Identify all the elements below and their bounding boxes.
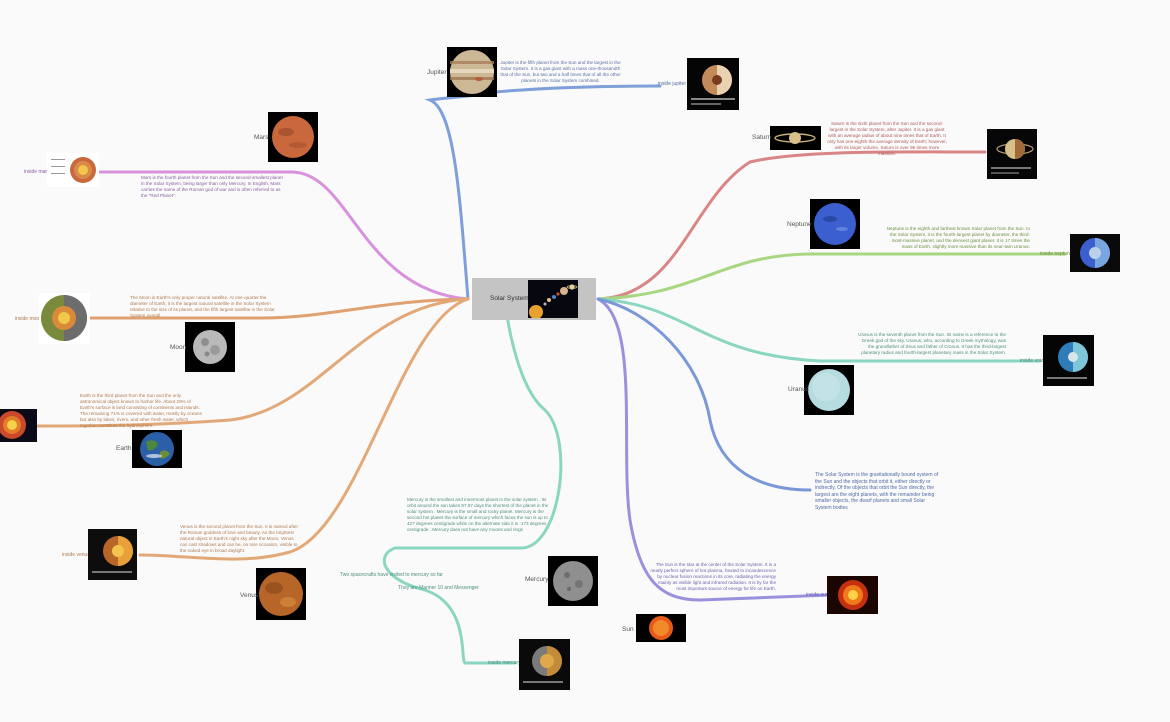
inside-uranus-label[interactable]: inside uranus bbox=[1020, 358, 1050, 364]
inside-neptune-image bbox=[1070, 234, 1120, 272]
mercury-description: Mercury is the smallest and innermost pl… bbox=[407, 497, 549, 532]
mercury-fact-spacecraft: They are Mariner 10 and Messenger bbox=[398, 585, 479, 591]
mars-image bbox=[268, 112, 318, 162]
saturn-label[interactable]: Saturn bbox=[752, 134, 772, 141]
edge-mars bbox=[98, 170, 470, 301]
edge-moon bbox=[43, 297, 470, 320]
jupiter-image bbox=[447, 47, 497, 97]
sun-label[interactable]: Sun bbox=[622, 626, 634, 633]
sun-image bbox=[636, 614, 686, 642]
inside-jupiter-label[interactable]: inside jupiter bbox=[657, 81, 686, 87]
edge-system bbox=[596, 297, 812, 492]
inside-mercury-label[interactable]: inside mercury bbox=[488, 660, 521, 666]
neptune-description: Neptune is the eighth and farthest known… bbox=[886, 226, 1030, 249]
uranus-label[interactable]: Uranus bbox=[788, 386, 809, 393]
jupiter-label[interactable]: Jupiter bbox=[427, 69, 447, 76]
inside-saturn-image bbox=[987, 129, 1037, 179]
moon-image bbox=[185, 322, 235, 372]
solar-system-description: The Solar System is the gravitationally … bbox=[815, 472, 939, 511]
sun-description: The Sun is the star at the center of the… bbox=[650, 562, 776, 591]
root-node-label[interactable]: Solar System bbox=[490, 295, 529, 302]
inside-venus-image bbox=[88, 529, 137, 580]
moon-label[interactable]: Moon bbox=[170, 344, 187, 351]
mercury-fact-visits: Two spacecrafts have visited to mercury … bbox=[340, 572, 443, 578]
earth-description: Earth is the third planet from the Sun a… bbox=[80, 393, 202, 428]
earth-image bbox=[132, 430, 182, 468]
edge-earth bbox=[36, 297, 470, 428]
inside-sun-label[interactable]: inside sun bbox=[806, 592, 829, 598]
earth-label[interactable]: Earth bbox=[116, 445, 132, 452]
inside-mars-image bbox=[47, 153, 99, 187]
edge-sun bbox=[596, 297, 832, 602]
mars-description: Mars is the fourth planet from the Sun a… bbox=[141, 175, 283, 198]
venus-label[interactable]: Venus bbox=[240, 592, 259, 599]
inside-venus-label[interactable]: inside venus bbox=[62, 552, 90, 558]
inside-mercury-image bbox=[519, 639, 570, 690]
inside-mars-label[interactable]: inside mars bbox=[24, 169, 50, 175]
inside-sun-image bbox=[827, 576, 878, 614]
neptune-image bbox=[810, 199, 860, 249]
mercury-image bbox=[548, 556, 598, 606]
moon-description: The Moon is Earth's only proper natural … bbox=[130, 295, 275, 318]
jupiter-description: Jupiter is the fifth planet from the Sun… bbox=[500, 60, 621, 83]
mercury-label[interactable]: Mercury bbox=[525, 576, 549, 583]
neptune-label[interactable]: Neptune bbox=[787, 221, 812, 228]
uranus-image bbox=[804, 365, 854, 415]
edge-neptune bbox=[596, 252, 1067, 301]
venus-description: Venus is the second planet from the Sun.… bbox=[180, 524, 298, 553]
inside-moon-label[interactable]: inside moon bbox=[15, 316, 42, 322]
edge-mercury bbox=[383, 297, 563, 665]
inside-jupiter-image bbox=[687, 58, 739, 110]
inside-moon-image bbox=[39, 293, 90, 344]
inside-neptune-label[interactable]: inside neptune bbox=[1040, 251, 1073, 257]
venus-image bbox=[256, 568, 306, 620]
inside-uranus-image bbox=[1043, 335, 1094, 386]
edge-uranus bbox=[596, 297, 1042, 363]
edge-saturn bbox=[596, 150, 987, 301]
mars-label[interactable]: Mars bbox=[254, 134, 269, 141]
inside-earth-image bbox=[0, 409, 37, 442]
saturn-description: Saturn is the sixth planet from the Sun … bbox=[827, 121, 947, 156]
uranus-description: Uranus is the seventh planet from the Su… bbox=[858, 332, 1006, 355]
solar-system-image bbox=[528, 280, 578, 318]
saturn-image bbox=[770, 126, 821, 150]
edge-jupiter bbox=[424, 84, 662, 301]
edge-venus bbox=[138, 297, 470, 561]
